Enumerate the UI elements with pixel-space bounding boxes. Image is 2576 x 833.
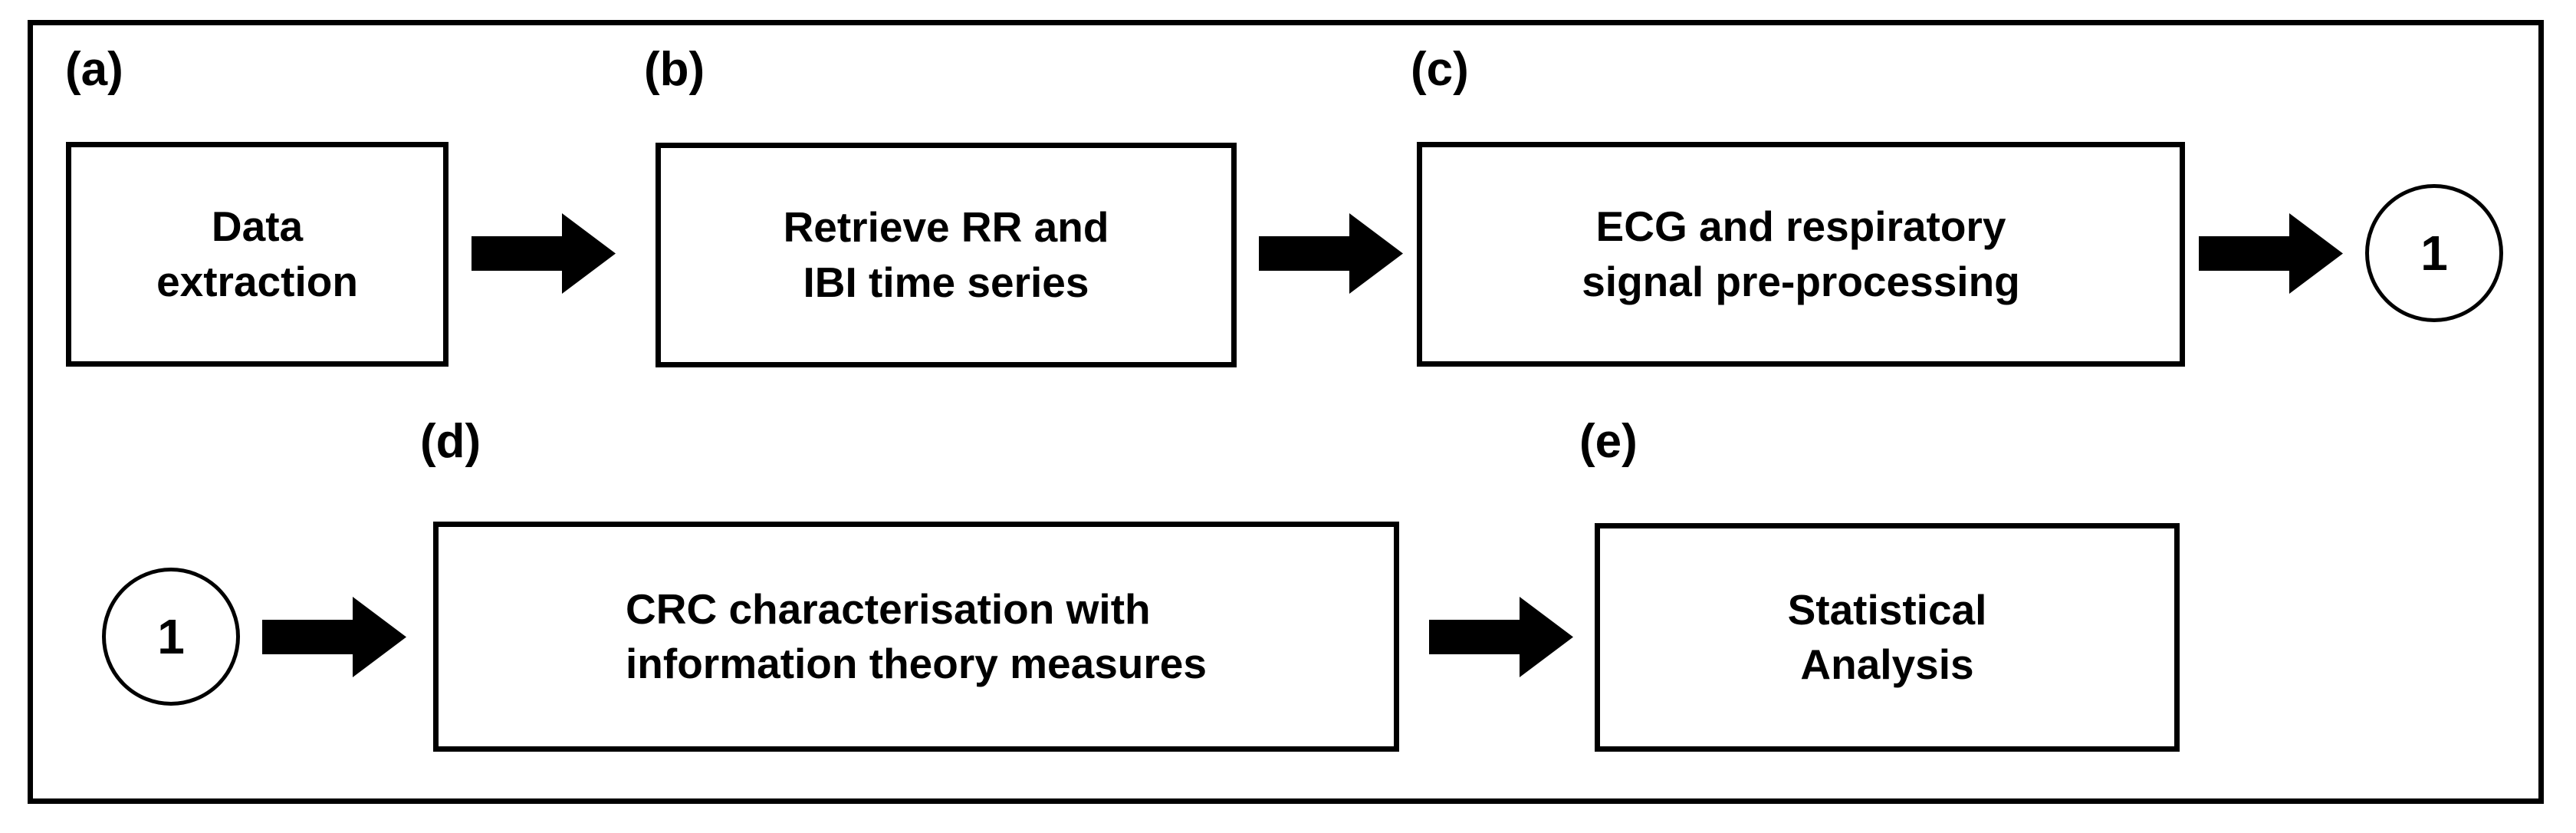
panel-label-c: (c) <box>1411 43 1469 96</box>
process-box-a[interactable]: Data extraction <box>66 142 449 367</box>
arrow-d-to-e <box>1429 597 1573 677</box>
panel-label-e: (e) <box>1579 415 1638 468</box>
process-box-c-text: ECG and respiratory signal pre-processin… <box>1582 202 2020 305</box>
offpage-connector-out-label: 1 <box>2420 226 2448 281</box>
offpage-connector-in-label: 1 <box>157 609 185 664</box>
process-box-d-text: CRC characterisation with information th… <box>626 584 1207 688</box>
process-box-b-text: Retrieve RR and IBI time series <box>783 203 1109 306</box>
arrow-c-to-connector <box>2199 213 2343 294</box>
arrow-connector-to-d <box>262 597 406 677</box>
process-box-e-text: Statistical Analysis <box>1787 585 1987 689</box>
arrow-a-to-b <box>472 213 616 294</box>
process-box-b[interactable]: Retrieve RR and IBI time series <box>656 143 1237 367</box>
panel-label-b: (b) <box>644 43 705 96</box>
process-box-a-text: Data extraction <box>156 202 358 305</box>
offpage-connector-in: 1 <box>102 568 240 706</box>
process-box-e[interactable]: Statistical Analysis <box>1595 523 2180 752</box>
panel-label-d: (d) <box>420 415 481 468</box>
process-box-d[interactable]: CRC characterisation with information th… <box>433 522 1399 752</box>
panel-label-a: (a) <box>65 43 123 96</box>
arrow-b-to-c <box>1259 213 1403 294</box>
process-box-c[interactable]: ECG and respiratory signal pre-processin… <box>1417 142 2185 367</box>
offpage-connector-out: 1 <box>2365 184 2503 322</box>
